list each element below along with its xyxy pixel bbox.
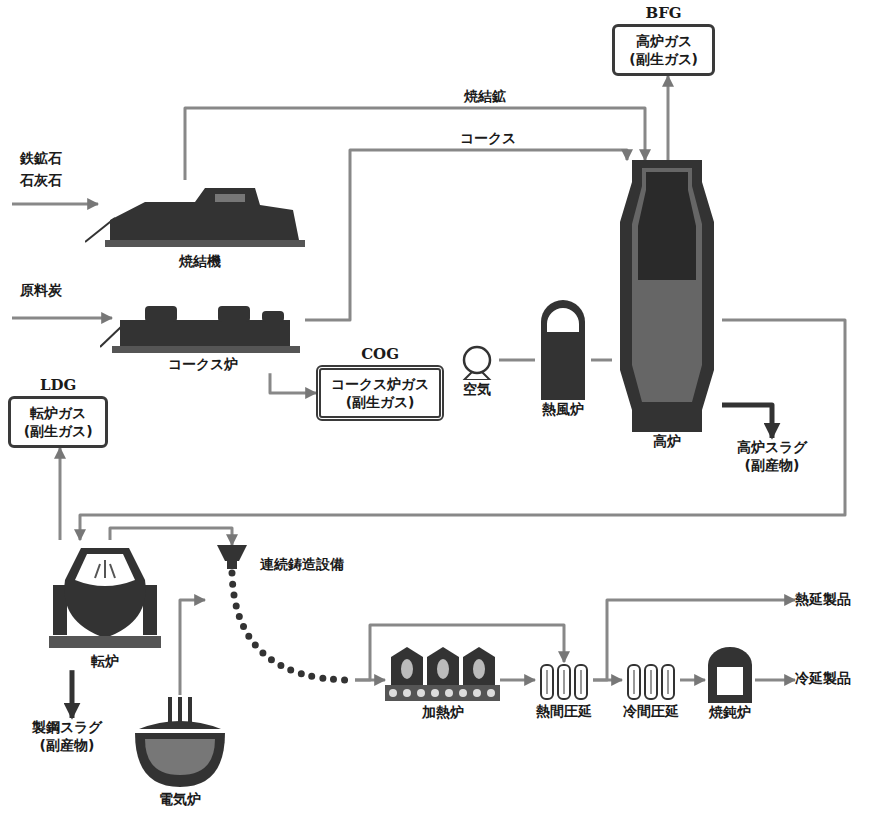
gas-code: COG [316, 345, 444, 365]
flow-connector [180, 600, 205, 695]
flow-connector [70, 670, 75, 718]
output-label: 製鋼スラグ (副産物) [25, 718, 109, 754]
product-label: 高炉スラグ (副産物) [730, 438, 814, 474]
coal-input-arrow [12, 317, 112, 320]
output-label: 高炉スラグ (副産物) [730, 438, 814, 474]
equipment-name: 連続鋳造設備 [260, 555, 344, 573]
equipment-icon: コークス炉 [100, 300, 305, 373]
equipment-name: 冷間圧延 [622, 702, 680, 720]
gas-code: LDG [8, 376, 108, 396]
flow-connector [80, 320, 845, 540]
equipment-name: 加熱炉 [385, 703, 500, 721]
heater-symbol [385, 645, 500, 703]
input-material: 石灰石 [20, 172, 62, 190]
flow-connector [59, 448, 62, 540]
flow-connector [591, 359, 612, 362]
product-label: 熱延製品 [795, 590, 851, 608]
flow-connector [755, 679, 795, 682]
gas-name: 高炉ガス (副生ガス) [612, 24, 715, 76]
equipment-icon: 熱風炉 [535, 292, 591, 418]
input-material: 鉄鉱石 [20, 150, 62, 168]
flow-connector [667, 76, 670, 160]
eaf-symbol [125, 695, 235, 790]
ore-input-arrow [12, 203, 98, 206]
blower-symbol [455, 340, 499, 380]
gas-box: LDG転炉ガス (副生ガス) [8, 376, 108, 448]
equipment-icon: 高炉 [612, 160, 722, 450]
equipment-icon: 連続鋳造設備 [205, 545, 355, 685]
sinter-symbol [85, 180, 315, 252]
flow-connector [500, 679, 535, 682]
equipment-icon: 空気 [455, 340, 499, 398]
equipment-name: 空気 [455, 380, 499, 398]
bf-symbol [612, 160, 722, 432]
gas-code: BFG [612, 4, 715, 24]
roll-symbol [535, 662, 593, 702]
flow-connector [185, 108, 645, 180]
equipment-name: 焼鈍炉 [705, 703, 755, 721]
equipment-icon: 冷間圧延 [622, 662, 680, 720]
gas-box: COGコークス炉ガス (副生ガス) [316, 345, 444, 421]
product-label: 製鋼スラグ (副産物) [25, 718, 109, 754]
flow-connector [680, 679, 705, 682]
flow-label: コークス [458, 130, 518, 148]
product-label: 冷延製品 [795, 669, 851, 687]
flow-connector [499, 359, 535, 362]
flow-label: 焼結鉱 [462, 88, 508, 106]
equipment-icon: 焼鈍炉 [705, 645, 755, 721]
equipment-icon: 焼結機 [85, 180, 315, 270]
equipment-name: 焼結機 [85, 252, 315, 270]
flow-connector [110, 528, 232, 545]
equipment-icon: 熱間圧延 [535, 662, 593, 720]
output-label: 冷延製品 [795, 669, 851, 687]
gas-name: 転炉ガス (副生ガス) [8, 396, 108, 448]
flow-connector [722, 405, 772, 438]
gas-name: コークス炉ガス (副生ガス) [316, 365, 444, 421]
flow-connector [270, 373, 316, 393]
output-label: 熱延製品 [795, 590, 851, 608]
equipment-name: 高炉 [612, 432, 722, 450]
gas-box: BFG高炉ガス (副生ガス) [612, 4, 715, 76]
conv-symbol [45, 540, 165, 652]
equipment-name: 熱間圧延 [535, 702, 593, 720]
roll-symbol [622, 662, 680, 702]
equipment-name: 転炉 [45, 652, 165, 670]
equipment-name: コークス炉 [100, 355, 305, 373]
equipment-icon: 電気炉 [125, 695, 235, 808]
input-material: 原料炭 [20, 282, 62, 300]
equipment-icon: 加熱炉 [385, 645, 500, 721]
equipment-name: 電気炉 [125, 790, 235, 808]
flow-connector [305, 150, 627, 320]
stove-symbol [535, 292, 591, 400]
equipment-icon: 転炉 [45, 540, 165, 670]
anneal-symbol [705, 645, 755, 703]
equipment-name: 熱風炉 [535, 400, 591, 418]
flow-connector [593, 600, 795, 680]
flow-connector [355, 625, 564, 680]
coke-symbol [100, 300, 305, 355]
